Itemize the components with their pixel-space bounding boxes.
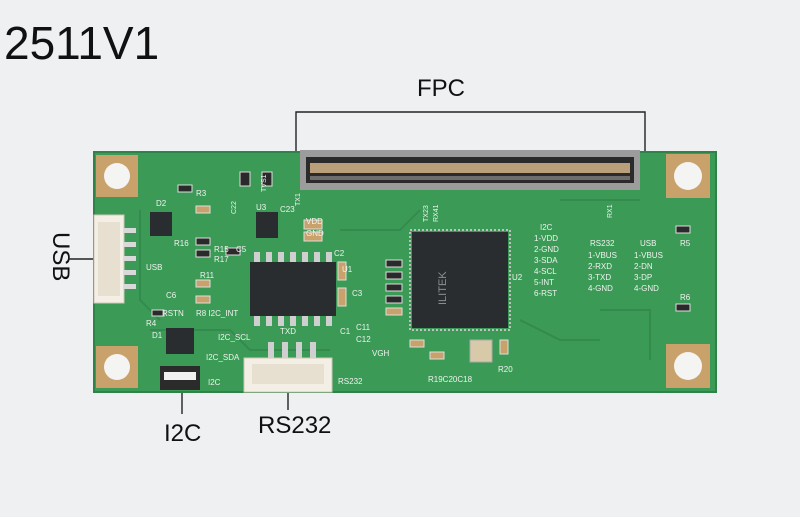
silk-rs232-pin-1: 1-VBUS xyxy=(588,251,617,260)
silk-c6: C6 xyxy=(166,291,177,300)
silk-gnd: GND xyxy=(306,229,324,238)
silk-r4: R4 xyxy=(146,319,157,328)
silk-i2c-pin-3: 3-SDA xyxy=(534,256,558,265)
silk-r3: R3 xyxy=(196,189,207,198)
mounting-holes xyxy=(96,154,710,388)
silk-vdd: VDD xyxy=(306,217,323,226)
silk-i2c-sda: I2C_SDA xyxy=(206,353,240,362)
silk-c23: C23 xyxy=(280,205,295,214)
silk-rs232-pin-2: 2-RXD xyxy=(588,262,612,271)
silk-c2: C2 xyxy=(334,249,345,258)
silk-r16: R16 xyxy=(174,239,189,248)
i2c-connector xyxy=(160,366,200,390)
silk-i2c-pin-2: 2-GND xyxy=(534,245,559,254)
silk-usb-pin-3: 3-DP xyxy=(634,273,652,282)
silk-rx1: RX1 xyxy=(607,204,614,218)
silk-i2c-pin-4: 4-SCL xyxy=(534,267,557,276)
silk-d2: D2 xyxy=(156,199,167,208)
silk-rs232-header: RS232 xyxy=(590,239,615,248)
silk-rs232-pin-3: 3-TXD xyxy=(588,273,611,282)
silk-usb-header: USB xyxy=(640,239,656,248)
silk-i2c-header: I2C xyxy=(540,223,553,232)
silk-d1: D1 xyxy=(152,331,163,340)
silk-tx1: TX1 xyxy=(295,193,302,206)
silk-tx23: TX23 xyxy=(423,205,430,222)
pcb-board xyxy=(94,152,716,392)
silk-c1: C1 xyxy=(340,327,351,336)
silk-usb-pin-4: 4-GND xyxy=(634,284,659,293)
silk-r20: R20 xyxy=(498,365,513,374)
rs232-connector xyxy=(243,342,333,393)
fpc-bracket xyxy=(295,111,646,152)
main-controller-chip: ILITEK xyxy=(409,229,511,331)
silk-i2c-scl: I2C_SCL xyxy=(218,333,251,342)
u3-chip xyxy=(256,212,278,238)
silk-r11: R11 xyxy=(200,271,215,280)
silk-i2c-pin-1: 1-VDD xyxy=(534,234,558,243)
silk-r19c20c18: R19C20C18 xyxy=(428,375,473,384)
d1-chip xyxy=(166,328,194,354)
silk-r17: R17 xyxy=(214,255,229,264)
silk-usb: USB xyxy=(146,263,162,272)
silk-vgh: VGH xyxy=(372,349,390,358)
smd-components xyxy=(151,171,691,360)
rs232-callout-label: RS232 xyxy=(258,412,332,439)
silk-tvs1: TVS1 xyxy=(261,174,268,192)
silk-usb-pin-2: 2-DN xyxy=(634,262,653,271)
silk-c3: C3 xyxy=(352,289,363,298)
usb-connector xyxy=(93,214,136,304)
silk-rstn: RSTN xyxy=(162,309,184,318)
fpc-connector xyxy=(300,150,640,190)
silk-u1: U1 xyxy=(342,265,353,274)
silk-i2c-pin-5: 5-INT xyxy=(534,278,554,287)
page-title: 2511V1 xyxy=(4,17,160,69)
silk-txd: TXD xyxy=(280,327,296,336)
silk-u3: U3 xyxy=(256,203,267,212)
silk-rs232: RS232 xyxy=(338,377,363,386)
q-chip xyxy=(150,212,172,236)
silk-c22: C22 xyxy=(231,201,238,214)
silk-r6: R6 xyxy=(680,293,691,302)
u1-chip xyxy=(250,252,336,326)
silk-c11: C11 xyxy=(356,323,371,332)
chip-brand: ILITEK xyxy=(437,271,449,305)
i2c-callout-label: I2C xyxy=(164,420,202,447)
silk-i2c: I2C xyxy=(208,378,221,387)
silk-rx41: RX41 xyxy=(433,204,440,222)
silk-c5: C5 xyxy=(236,245,247,254)
fpc-callout-label: FPC xyxy=(417,75,465,102)
silk-usb-pin-1: 1-VBUS xyxy=(634,251,663,260)
silk-r15: R15 xyxy=(214,245,229,254)
silk-r8-i2c-int: R8 I2C_INT xyxy=(196,309,238,318)
silk-i2c-pin-6: 6-RST xyxy=(534,289,557,298)
silk-rs232-pin-4: 4-GND xyxy=(588,284,613,293)
crystal xyxy=(469,339,493,363)
silk-u2: U2 xyxy=(512,273,523,282)
silk-r5: R5 xyxy=(680,239,691,248)
silk-c12: C12 xyxy=(356,335,371,344)
